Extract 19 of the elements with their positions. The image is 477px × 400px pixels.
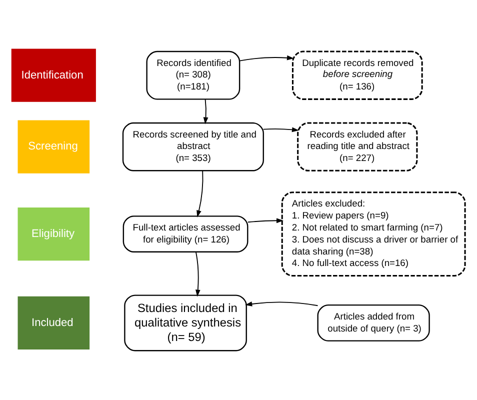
node-box: Records screened by title and abstract (n= 353): [122, 122, 264, 172]
node-box: Studies included in qualitative synthesis (n= 59): [124, 294, 247, 352]
arrow: [196, 170, 204, 218]
node-box: Included: [18, 296, 90, 350]
node-box: Records identified (n= 308) (n=181): [146, 50, 240, 100]
arrow: [203, 98, 208, 124]
node-box: Identification: [11, 48, 96, 102]
node-box: Records excluded after reading title and abstract (n= 227): [297, 122, 418, 172]
arrow: [262, 127, 299, 132]
arrow: [195, 252, 200, 297]
node-box: Screening: [18, 120, 90, 174]
arrow: [245, 302, 318, 306]
node-box: Articles excluded: 1. Review papers (n=9) 2. Not related to smart farming (n=7) 3. Does not discuss a driver or barrier of data sharing (n=38) 4. No full-text access (n=16): [281, 192, 466, 276]
arrow: [239, 55, 294, 62]
arrow: [248, 218, 284, 224]
node-box: Articles added from outside of query (n= 3): [317, 304, 430, 342]
node-box: Duplicate records removed before screening (n= 136): [292, 50, 423, 100]
node-box: Eligibility: [18, 208, 90, 261]
node-box: Full-text articles assessed for eligibility (n= 126): [122, 216, 248, 252]
